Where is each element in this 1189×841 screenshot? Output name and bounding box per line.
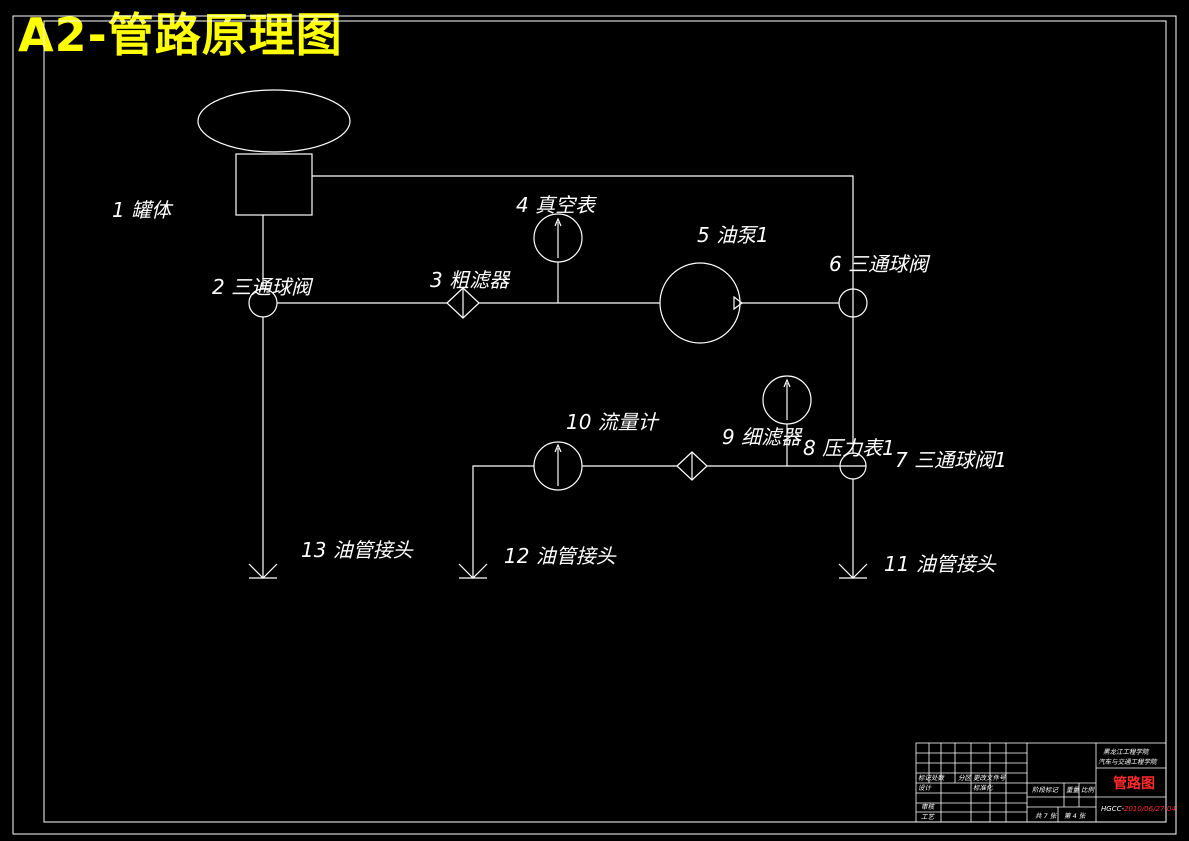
label-gauge-8: 8 压力表1 — [803, 436, 895, 460]
tank-body — [235, 153, 313, 216]
title-block-frame — [915, 742, 1167, 823]
tb-school-1: 黑龙江工程学院 — [1103, 748, 1150, 756]
label-valve-6: 6 三通球阀 — [829, 252, 931, 276]
tb-mark: 标记处数 — [918, 774, 946, 782]
label-joint-12: 12 油管接头 — [504, 544, 617, 568]
tb-process: 工艺 — [921, 813, 936, 821]
meter-10-arrow — [554, 443, 562, 453]
gauge-4-arrow — [554, 217, 562, 227]
title-block: 标记处数 分区 更改文件号 设计 标准化 审核 工艺 阶段标记 重量 比例 共 … — [915, 742, 1176, 823]
outer-border — [12, 15, 1177, 835]
label-tank: 1 罐体 — [112, 198, 174, 222]
tb-zone: 分区 — [958, 774, 973, 782]
top-pipe — [312, 175, 854, 288]
label-gauge-4: 4 真空表 — [516, 193, 597, 217]
gauge-4-symbol — [533, 213, 583, 263]
tb-std: 标准化 — [973, 784, 994, 792]
gauge-8-symbol — [762, 375, 812, 425]
tb-scale: 比例 — [1081, 786, 1096, 794]
labels: 1 罐体 2 三通球阀 3 粗滤器 4 真空表 5 油泵1 6 三通球阀 7 三… — [112, 193, 1007, 576]
label-filter-3: 3 粗滤器 — [430, 268, 511, 292]
label-joint-13: 13 油管接头 — [301, 538, 414, 562]
tb-school-2: 汽车与交通工程学院 — [1098, 758, 1158, 766]
inner-border — [43, 20, 1167, 823]
tb-change: 更改文件号 — [973, 774, 1006, 782]
page-title: A2-管路原理图 — [18, 8, 343, 62]
tb-sheet-no: 第 4 张 — [1064, 812, 1087, 820]
pump-5-arrow — [733, 295, 743, 311]
piping — [197, 89, 868, 579]
filter-9-symbol — [676, 451, 708, 481]
tb-drawing-name: 管路图 — [1113, 775, 1155, 792]
tb-code-red: 2010/06/27-04 — [1124, 805, 1176, 813]
label-valve-2: 2 三通球阀 — [212, 275, 314, 299]
pipe-to-joint-12 — [472, 465, 534, 578]
tb-code-prefix: HGCC- — [1101, 805, 1124, 813]
label-meter-10: 10 流量计 — [566, 410, 660, 434]
pump-5-symbol — [659, 262, 741, 344]
label-filter-9: 9 细滤器 — [722, 425, 803, 449]
label-valve-7: 7 三通球阀1 — [895, 448, 1007, 472]
tb-weight: 重量 — [1066, 786, 1081, 794]
tb-sheets-total: 共 7 张 — [1035, 812, 1058, 820]
tb-code: HGCC-2010/06/27-04 — [1101, 805, 1176, 813]
label-joint-11: 11 油管接头 — [884, 552, 997, 576]
gauge-8-arrow — [783, 378, 791, 388]
label-pump-5: 5 油泵1 — [697, 223, 769, 247]
tank-dome — [197, 89, 351, 153]
tb-design: 设计 — [918, 784, 933, 792]
tb-stage: 阶段标记 — [1032, 786, 1060, 794]
tb-check: 审核 — [921, 803, 936, 811]
